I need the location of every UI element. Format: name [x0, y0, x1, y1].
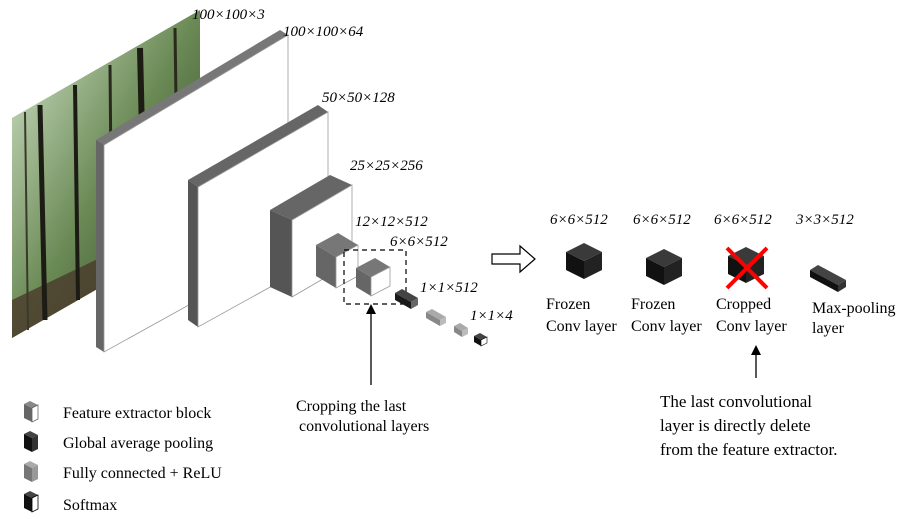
hollow-arrow: [492, 246, 535, 272]
detail-label-3b: Conv layer: [716, 318, 787, 335]
max-pooling-block: [810, 265, 846, 292]
detail-label-2b: Conv layer: [631, 318, 702, 335]
dim-block1: 100×100×64: [283, 24, 364, 40]
fc-block-2: [454, 323, 468, 337]
dim-gap: 1×1×512: [420, 280, 478, 296]
dim-block5: 6×6×512: [390, 234, 448, 250]
conv-block-5: [356, 258, 390, 296]
detail-label-4a: Max-pooling: [812, 300, 896, 317]
fully-connected-relu-icon: [24, 461, 38, 482]
softmax-block: [474, 333, 487, 346]
feature-extractor-block-icon: [24, 401, 38, 422]
crop-arrow: [366, 304, 376, 385]
detail-label-4b: layer: [812, 320, 845, 337]
detail-dim-1: 6×6×512: [550, 212, 608, 228]
detail-label-2a: Frozen: [631, 296, 675, 313]
dim-input: 100×100×3: [192, 7, 265, 23]
note-line-2: layer is directly delete: [660, 416, 811, 435]
legend-label-1: Feature extractor block: [63, 405, 211, 422]
frozen-conv-cube-2: [646, 249, 682, 285]
fc-block-1: [426, 309, 446, 326]
global-average-pooling-icon: [24, 431, 38, 452]
dim-fc-out: 1×1×4: [470, 308, 513, 324]
legend-label-4: Softmax: [63, 497, 117, 514]
legend: Feature extractor block Global average p…: [24, 401, 222, 514]
legend-label-2: Global average pooling: [63, 435, 213, 452]
crop-label-line-1: Cropping the last: [296, 398, 407, 415]
legend-label-3: Fully connected + ReLU: [63, 465, 222, 482]
dim-block2: 50×50×128: [322, 90, 395, 106]
dim-block4: 12×12×512: [355, 214, 428, 230]
frozen-conv-cube-1: [566, 243, 602, 279]
softmax-icon: [24, 491, 38, 512]
cropped-conv-cube: [727, 247, 767, 288]
note-line-3: from the feature extractor.: [660, 440, 837, 459]
detail-dim-4: 3×3×512: [795, 212, 854, 228]
detail-label-3a: Cropped: [716, 296, 771, 313]
note-line-1: The last convolutional: [660, 392, 812, 411]
crop-label-line-2: convolutional layers: [299, 418, 429, 435]
gap-block: [395, 289, 418, 309]
dim-block3: 25×25×256: [350, 158, 423, 174]
detail-dim-2: 6×6×512: [633, 212, 691, 228]
detail-label-1b: Conv layer: [546, 318, 617, 335]
detail-label-1a: Frozen: [546, 296, 590, 313]
note-arrow: [751, 345, 761, 378]
detail-dim-3: 6×6×512: [714, 212, 772, 228]
